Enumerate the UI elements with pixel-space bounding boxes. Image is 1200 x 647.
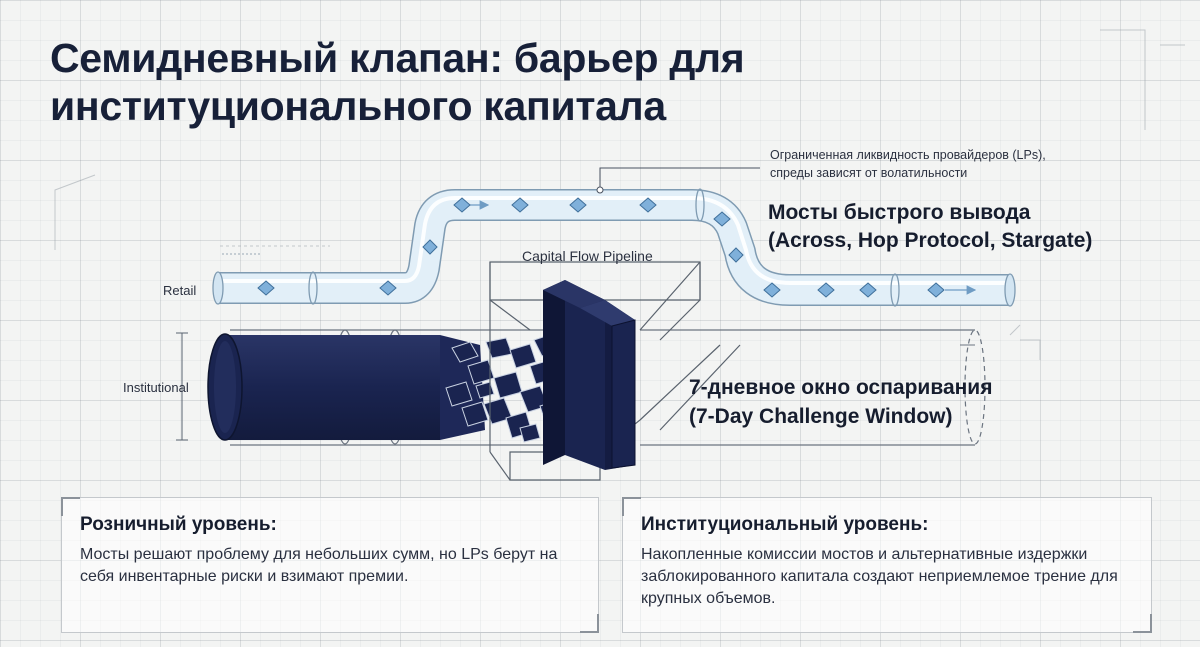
challenge-window-gate (543, 280, 636, 470)
institutional-pipe (176, 329, 986, 446)
title-line-2: институционального капитала (50, 83, 666, 129)
fast-bridges-line-2: (Across, Hop Protocol, Stargate) (768, 229, 1093, 252)
token-diamond-icon (257, 197, 945, 298)
corner-bracket-icon (580, 614, 599, 633)
corner-bracket-icon (61, 497, 80, 516)
institutional-label: Institutional (123, 380, 189, 395)
lp-note-line-1: Ограниченная ликвидность провайдеров (LP… (770, 148, 1046, 162)
institutional-card-heading: Институциональный уровень: (641, 514, 929, 535)
retail-label: Retail (163, 283, 197, 298)
fast-bridges-label: Мосты быстрого вывода (Across, Hop Proto… (768, 199, 1188, 255)
institutional-level-card: Институциональный уровень: Накопленные к… (622, 497, 1152, 633)
page-title: Семидневный клапан: барьер для институци… (50, 34, 745, 130)
lp-note-leader (596, 167, 760, 194)
corner-bracket-icon (1133, 614, 1152, 633)
challenge-window-label: 7-дневное окно оспаривания (7-Day Challe… (689, 373, 1129, 431)
lp-liquidity-note: Ограниченная ликвидность провайдеров (LP… (770, 146, 1130, 182)
challenge-line-2: (7-Day Challenge Window) (689, 405, 953, 428)
retail-card-heading: Розничный уровень: (80, 514, 277, 535)
pipeline-label: Capital Flow Pipeline (522, 248, 653, 264)
challenge-line-1: 7-дневное окно оспаривания (689, 376, 993, 399)
retail-bridge-pipe (212, 188, 1016, 307)
retail-level-card: Розничный уровень: Мосты решают проблему… (61, 497, 599, 633)
corner-bracket-icon (622, 497, 641, 516)
lp-note-line-2: спреды зависят от волатильности (770, 166, 968, 180)
title-line-1: Семидневный клапан: барьер для (50, 35, 745, 81)
fast-bridges-line-1: Мосты быстрого вывода (768, 201, 1031, 224)
institutional-card-body: Накопленные комиссии мостов и альтернати… (641, 546, 1118, 607)
technical-sketch-lines (54, 29, 1185, 360)
retail-card-body: Мосты решают проблему для небольших сумм… (80, 546, 558, 585)
